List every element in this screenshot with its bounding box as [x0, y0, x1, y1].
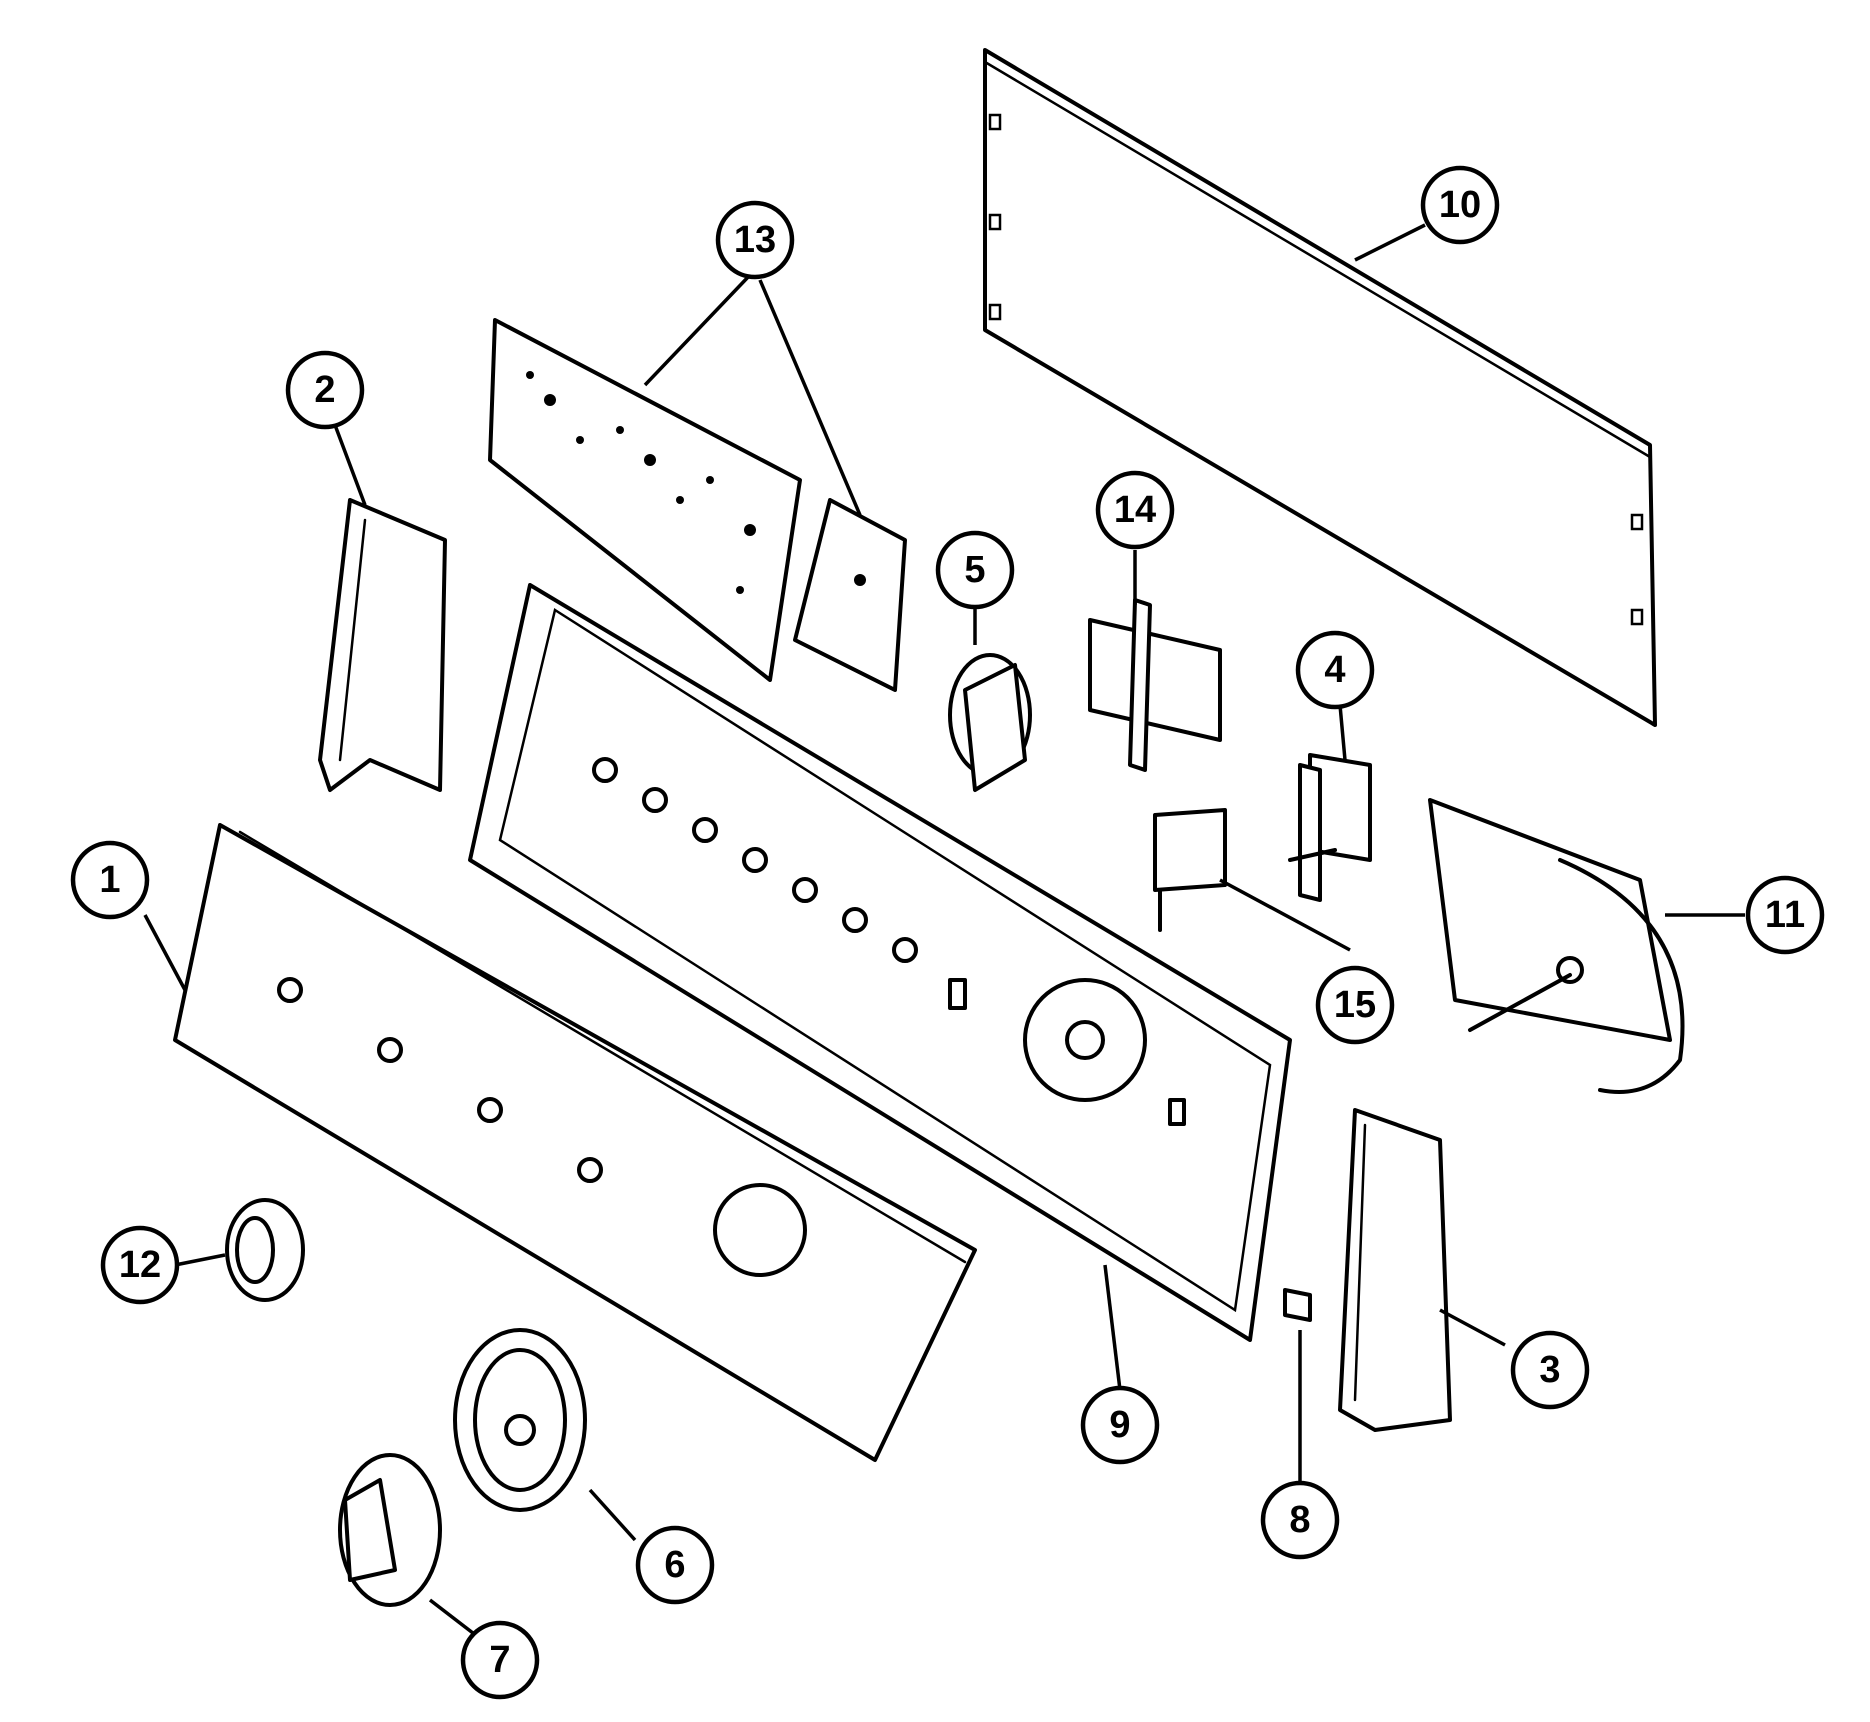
callout-1: 1 — [70, 840, 150, 920]
callout-10-label: 10 — [1439, 184, 1481, 226]
callout-7-label: 7 — [489, 1639, 510, 1681]
callout-2-label: 2 — [314, 369, 335, 411]
part-15-clip — [1153, 808, 1227, 932]
callout-8-label: 8 — [1289, 1499, 1310, 1541]
part-5-timer-bracket — [948, 653, 1032, 792]
part-12-knob — [225, 1198, 305, 1302]
callout-9-label: 9 — [1109, 1404, 1130, 1446]
part-2-left-end-cap — [318, 498, 447, 792]
callout-2: 2 — [285, 350, 365, 430]
callout-5: 5 — [935, 530, 1015, 610]
callout-7: 7 — [460, 1620, 540, 1700]
part-13-circuit-boards — [488, 318, 907, 692]
callout-13: 13 — [715, 200, 795, 280]
callout-12: 12 — [100, 1225, 180, 1305]
callout-14: 14 — [1095, 470, 1175, 550]
callout-4: 4 — [1295, 630, 1375, 710]
callout-10: 10 — [1420, 165, 1500, 245]
part-4-switch — [1288, 753, 1372, 902]
part-1-front-panel — [173, 823, 977, 1462]
callout-11-label: 11 — [1765, 894, 1805, 936]
callout-3-label: 3 — [1539, 1349, 1560, 1391]
callout-9: 9 — [1080, 1385, 1160, 1465]
part-3-right-end-cap — [1338, 1108, 1452, 1432]
callout-6: 6 — [635, 1525, 715, 1605]
part-8-clip — [1283, 1288, 1312, 1322]
callout-1-label: 1 — [99, 859, 120, 901]
leader-lines — [143, 223, 1745, 1652]
callout-5-label: 5 — [964, 549, 985, 591]
callout-11: 11 — [1745, 875, 1825, 955]
part-6-knob-skirt — [453, 1328, 587, 1512]
part-7-knob — [338, 1453, 442, 1607]
part-10-rear-panel — [983, 48, 1657, 727]
callout-3: 3 — [1510, 1330, 1590, 1410]
callout-15: 15 — [1315, 965, 1395, 1045]
callout-13-label: 13 — [734, 219, 776, 261]
callout-4-label: 4 — [1324, 649, 1345, 691]
callout-14-label: 14 — [1114, 489, 1156, 531]
callout-6-label: 6 — [664, 1544, 685, 1586]
part-11-housing — [1428, 798, 1685, 1094]
panel-holes — [592, 757, 918, 963]
callout-12-label: 12 — [119, 1244, 161, 1286]
part-9-control-panel — [468, 583, 1292, 1342]
callout-8: 8 — [1260, 1480, 1340, 1560]
callout-15-label: 15 — [1334, 984, 1376, 1026]
part-14-switch — [1088, 598, 1222, 772]
